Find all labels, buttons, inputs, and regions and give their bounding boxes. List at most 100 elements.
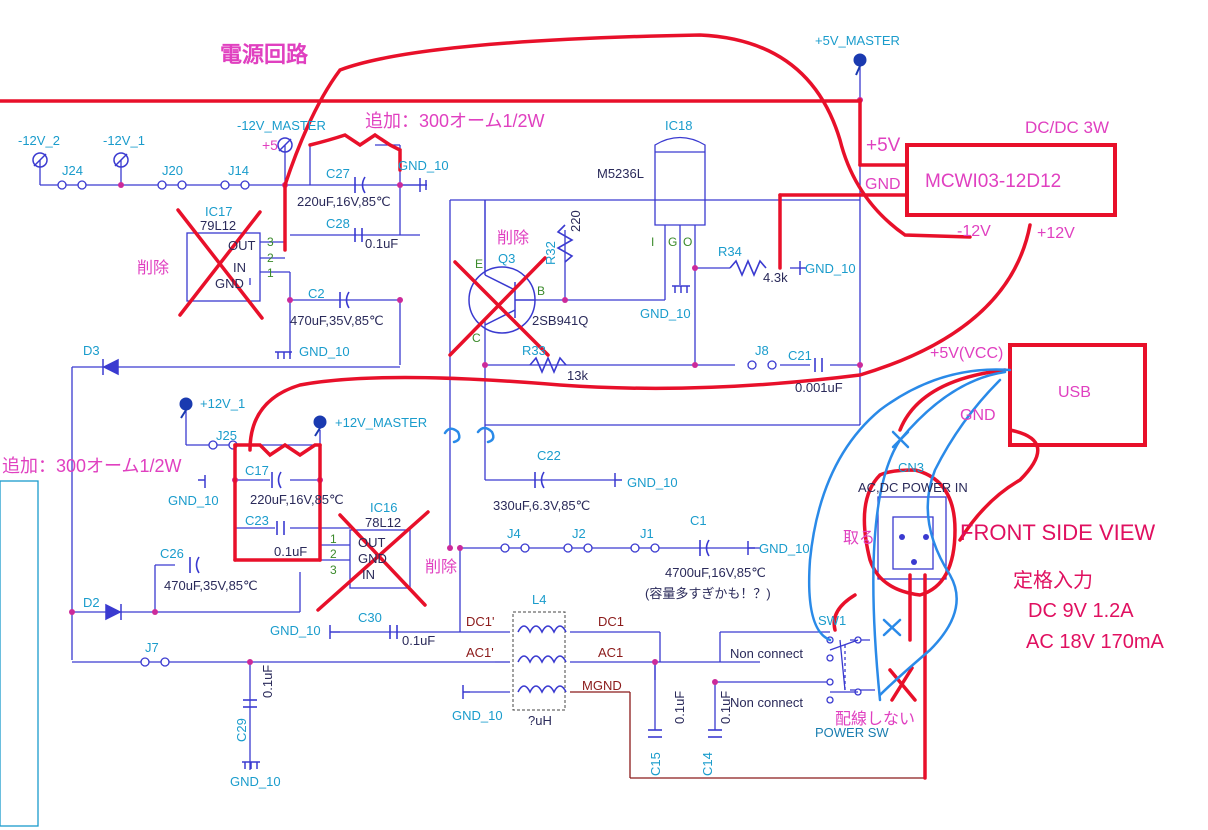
gnd-label: GND_10 (452, 708, 503, 723)
gnd-icon (275, 351, 292, 359)
p5v-master-label: +5V_MASTER (815, 33, 900, 48)
c21-ref: C21 (788, 348, 812, 363)
capacitor-icons (189, 176, 823, 738)
diode-icons (102, 358, 122, 621)
plus-port-icons (179, 53, 867, 437)
no-wiring-note: 配線しない (835, 710, 915, 728)
c22-icon (534, 471, 545, 489)
net-ac1: AC1 (598, 645, 623, 660)
l4-icon (512, 611, 567, 711)
ic17-part: 79L12 (200, 218, 236, 233)
c28-icon (354, 228, 363, 242)
usb-label: USB (1058, 384, 1091, 401)
c21-val: 0.001uF (795, 380, 843, 395)
d3-icon (102, 358, 119, 376)
ic17-pin3: 3 (267, 235, 274, 249)
minus12v-master-port-icon (277, 137, 293, 153)
c26-icon (189, 556, 200, 574)
l4-val: ?uH (528, 713, 552, 728)
rating-title: 定格入力 (1013, 569, 1093, 592)
net-ac1p: AC1' (466, 645, 494, 660)
l4-ref: L4 (532, 592, 546, 607)
net-mgnd: MGND (582, 678, 622, 693)
page-title: 電源回路 (220, 42, 309, 67)
d2-ref: D2 (83, 595, 100, 610)
c2-val: 470uF,35V,85℃ (290, 313, 384, 328)
j4-label: J4 (507, 526, 521, 541)
gnd-icon (419, 178, 427, 192)
c1-icon (699, 539, 710, 557)
blue-markup (443, 368, 1012, 702)
gnd-label: GND_10 (759, 541, 810, 556)
gnd-icon (198, 475, 206, 488)
c27-icon (354, 176, 366, 194)
c17-ref: C17 (245, 463, 269, 478)
usb-connector (1008, 343, 1147, 447)
ic17-pin1: 1 (267, 266, 274, 280)
sw1-nc1: Non connect (730, 646, 803, 661)
left-connector-box (0, 480, 39, 827)
c30-ref: C30 (358, 610, 382, 625)
cn3-icon (877, 496, 947, 580)
ic17-out: OUT (228, 238, 256, 253)
rating-dc: DC 9V 1.2A (1028, 600, 1134, 622)
mgnd-wires (570, 691, 925, 779)
r32-ref: R32 (543, 241, 558, 265)
ic16-in: IN (362, 567, 375, 582)
gnd-label: GND_10 (398, 158, 449, 173)
ic17-gnd: GND (215, 276, 244, 291)
jumper-dots (57, 180, 862, 704)
dcdc-header: DC/DC 3W (1025, 118, 1109, 137)
net-dc1: DC1 (598, 614, 624, 629)
r33-icon (529, 355, 567, 375)
r33-ref: R33 (522, 343, 546, 358)
q3-ref: Q3 (498, 251, 515, 266)
p5-label: +5 (262, 137, 278, 153)
cn3-label: AC,DC POWER IN (858, 480, 968, 495)
c29-ref: C29 (234, 718, 249, 742)
ic16-out: OUT (358, 535, 386, 550)
ic17-ref: IC17 (205, 204, 232, 219)
c29-val: 0.1uF (260, 665, 275, 698)
d2-icon (105, 603, 122, 621)
ic17-in: IN (233, 260, 246, 275)
dcdc-pin-5v: +5V (866, 135, 901, 156)
c26-val: 470uF,35V,85℃ (164, 578, 258, 593)
power-port-icons (32, 137, 293, 168)
c23-ref: C23 (245, 513, 269, 528)
ic18-pin-i: I (651, 235, 654, 249)
c17-val: 220uF,16V,85℃ (250, 492, 344, 507)
p12v-master-label: +12V_MASTER (335, 415, 427, 430)
c14-val: 0.1uF (718, 691, 733, 724)
ic16-body (349, 529, 411, 589)
c2-icon (339, 291, 350, 309)
j1-label: J1 (640, 526, 654, 541)
delete-note-ic16: 削除 (425, 558, 457, 576)
q3-pin-c: C (472, 331, 481, 345)
usb-gnd-label: GND (960, 407, 996, 424)
c28-ref: C28 (326, 216, 350, 231)
gnd-label: GND_10 (270, 623, 321, 638)
j7-label: J7 (145, 640, 159, 655)
resistor-icons (529, 224, 767, 375)
c15-icon (648, 729, 662, 738)
rating-ac: AC 18V 170mA (1026, 631, 1165, 653)
minus12v1-port-icon (113, 152, 129, 168)
r34-val: 4.3k (763, 270, 788, 285)
gnd-icon (747, 541, 755, 555)
j8-label: J8 (755, 343, 769, 358)
c21-icon (814, 358, 823, 372)
sw1-ref: SW1 (818, 613, 846, 628)
c27-val: 220uF,16V,85℃ (297, 194, 391, 209)
dcdc-part: MCWI03-12D12 (925, 171, 1061, 192)
plus12v-master-port-icon (313, 415, 327, 437)
dcdc-module (905, 143, 1117, 217)
p12v1-label: +12V_1 (200, 396, 245, 411)
ic16-ref: IC16 (370, 500, 397, 515)
c22-val: 330uF,6.3V,85℃ (493, 498, 590, 513)
q3-pin-e: E (475, 257, 483, 271)
c1-ref: C1 (690, 513, 707, 528)
gnd-label: GND_10 (299, 344, 350, 359)
c30-icon (389, 625, 398, 639)
